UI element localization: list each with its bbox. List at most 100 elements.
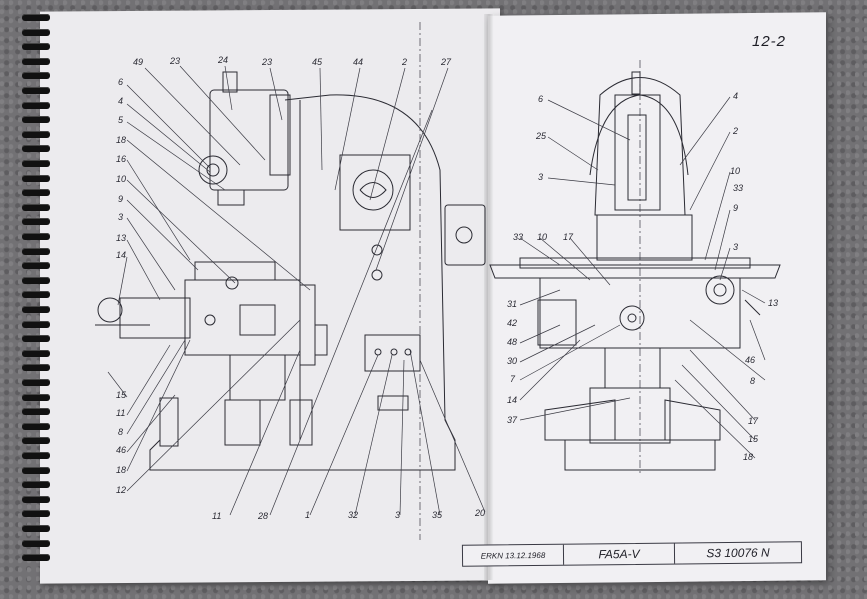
callout-label: 30 xyxy=(507,356,518,366)
binding-ring xyxy=(22,218,50,226)
callout-label: 48 xyxy=(507,337,518,347)
binding-ring xyxy=(22,306,50,313)
callout-label: 3 xyxy=(538,172,544,182)
callout-label: 46 xyxy=(745,355,756,365)
callout-label: 4 xyxy=(733,91,739,101)
callout-label: 6 xyxy=(538,94,544,104)
binding-ring xyxy=(22,28,50,36)
binding-ring xyxy=(22,233,50,240)
binding-ring xyxy=(22,57,50,65)
title-block-date: ERKN 13.12.1968 xyxy=(462,544,565,566)
binding-ring xyxy=(22,116,50,124)
callout-label: 3 xyxy=(395,510,401,520)
binding-ring xyxy=(22,349,50,357)
callout-label: 14 xyxy=(507,395,518,405)
binding-ring xyxy=(22,72,50,80)
binding-ring xyxy=(22,364,50,372)
callout-label: 8 xyxy=(750,376,756,386)
callout-label: 9 xyxy=(733,203,739,213)
callout-label: 11 xyxy=(116,408,126,418)
callout-label: 16 xyxy=(116,154,127,164)
callout-label: 42 xyxy=(507,318,518,328)
binding-ring xyxy=(22,379,50,386)
callout-label: 1 xyxy=(305,510,311,520)
callout-label: 7 xyxy=(510,374,516,384)
callout-label: 49 xyxy=(133,57,144,67)
binding-ring xyxy=(22,14,50,21)
binding-ring xyxy=(22,437,50,445)
binding-ring xyxy=(22,101,50,109)
callout-label: 3 xyxy=(733,242,739,252)
callout-label: 9 xyxy=(118,194,124,204)
callout-label: 31 xyxy=(507,299,518,309)
callout-label: 17 xyxy=(748,416,759,426)
callout-label: 24 xyxy=(218,55,229,65)
binding-ring xyxy=(22,262,50,270)
callout-label: 33 xyxy=(733,183,744,193)
page-number: 12-2 xyxy=(752,33,787,50)
binding-ring xyxy=(22,481,50,489)
callout-label: 8 xyxy=(118,427,124,437)
page-fold xyxy=(484,14,494,580)
callout-label: 45 xyxy=(312,57,323,67)
binding-ring xyxy=(22,422,50,430)
callout-label: 5 xyxy=(118,115,124,125)
callout-label: 15 xyxy=(116,390,127,400)
callout-label: 37 xyxy=(507,415,518,425)
binding-ring xyxy=(22,495,50,503)
callout-label: 20 xyxy=(475,508,486,518)
title-block-model: FA5A-V xyxy=(563,543,676,565)
binding-ring xyxy=(22,247,50,255)
callout-label: 44 xyxy=(353,57,364,67)
binding-ring xyxy=(22,160,50,167)
callout-label: 46 xyxy=(116,445,127,455)
callout-label: 32 xyxy=(348,510,359,520)
callout-label: 23 xyxy=(170,56,181,66)
binding-ring xyxy=(22,554,50,562)
callout-label: 10 xyxy=(730,166,741,176)
binding-ring xyxy=(22,291,50,299)
callout-label: 6 xyxy=(118,77,124,87)
binding-ring xyxy=(22,174,50,182)
callout-label: 23 xyxy=(262,57,273,67)
callout-label: 28 xyxy=(258,511,269,521)
callout-label: 18 xyxy=(743,452,754,462)
spiral-binding xyxy=(22,14,52,584)
binding-ring xyxy=(22,276,50,284)
binding-ring xyxy=(22,335,50,343)
callout-label: 25 xyxy=(536,131,547,141)
binding-ring xyxy=(22,320,50,328)
callout-label: 18 xyxy=(116,465,127,475)
callout-label: 33 xyxy=(513,232,524,242)
callout-label: 17 xyxy=(563,232,574,242)
callout-label: 10 xyxy=(116,174,127,184)
binding-ring xyxy=(22,452,50,459)
binding-ring xyxy=(22,408,50,416)
callout-label: 12 xyxy=(116,485,127,495)
callout-label: 15 xyxy=(748,434,759,444)
binding-ring xyxy=(22,539,50,547)
binding-ring xyxy=(22,466,50,474)
title-block-doc-number: S3 10076 N xyxy=(706,545,770,561)
callout-label: 13 xyxy=(768,298,779,308)
callout-label: 3 xyxy=(118,212,124,222)
binding-ring xyxy=(22,130,50,138)
callout-label: 27 xyxy=(441,57,452,67)
callout-label: 11 xyxy=(212,511,222,521)
binding-ring xyxy=(22,393,50,401)
binding-ring xyxy=(22,203,50,211)
binding-ring xyxy=(22,87,50,94)
callout-label: 35 xyxy=(432,510,443,520)
binding-ring xyxy=(22,510,50,518)
callout-label: 2 xyxy=(733,126,739,136)
callout-label: 10 xyxy=(537,232,548,242)
callout-label: 13 xyxy=(116,233,127,243)
binding-ring xyxy=(22,145,50,153)
title-block: ERKN 13.12.1968 FA5A-V S3 10076 N xyxy=(461,541,803,567)
binding-ring xyxy=(22,43,50,51)
callout-label: 2 xyxy=(402,57,408,67)
callout-label: 4 xyxy=(118,96,124,106)
binding-ring xyxy=(22,525,50,532)
callout-label: 18 xyxy=(116,135,127,145)
